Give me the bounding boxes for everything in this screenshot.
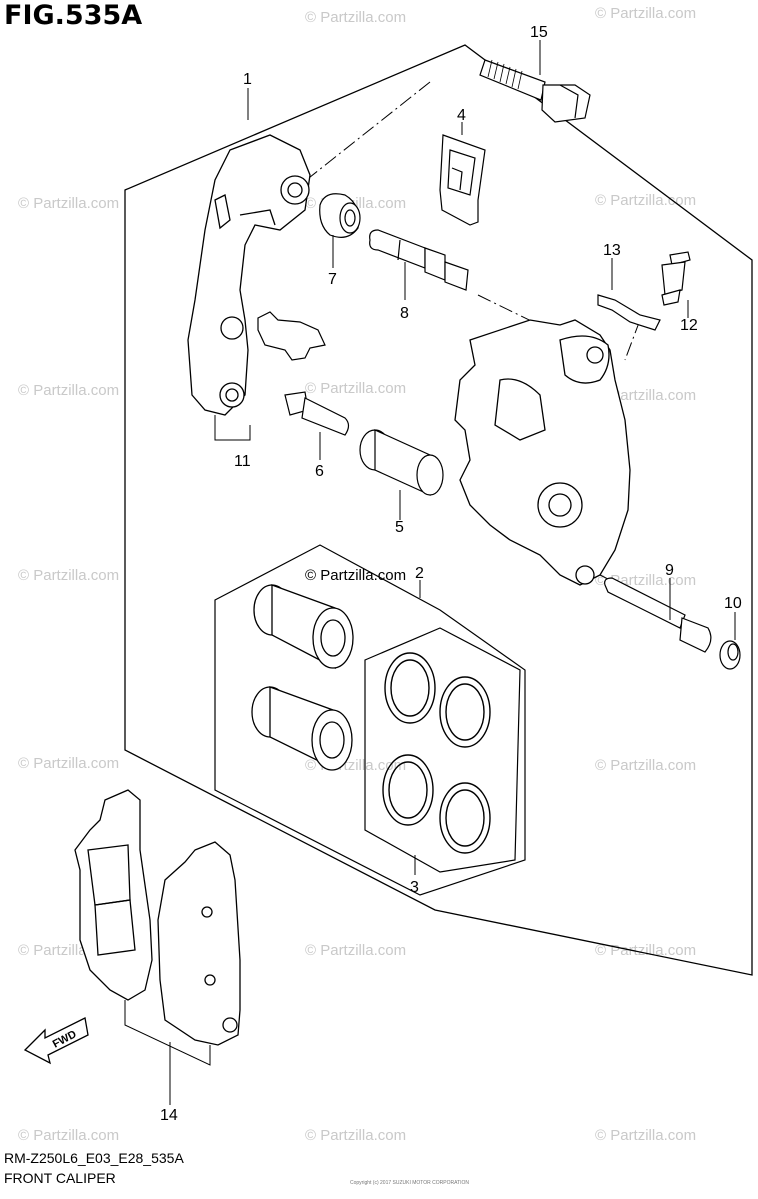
callout-3: 3 bbox=[410, 879, 419, 896]
fwd-arrow: FWD bbox=[23, 1017, 89, 1065]
watermark: © Partzilla.com bbox=[18, 382, 119, 399]
callout-1: 1 bbox=[243, 71, 252, 88]
figure-title: FIG.535A bbox=[4, 0, 143, 31]
part-6-pin bbox=[284, 391, 350, 436]
part-5-piston bbox=[359, 429, 444, 496]
part-7-boot bbox=[319, 193, 361, 238]
callout-numbers: 1 2 3 4 5 6 7 8 9 10 11 12 13 14 15 bbox=[160, 24, 742, 1124]
watermark-group: © Partzilla.com © Partzilla.com © Partzi… bbox=[18, 5, 696, 1144]
callout-5: 5 bbox=[395, 519, 404, 536]
watermark: © Partzilla.com bbox=[18, 195, 119, 212]
diagram-caption: FRONT CALIPER bbox=[4, 1170, 116, 1186]
part-4-pad-spring bbox=[439, 134, 486, 226]
watermark: © Partzilla.com bbox=[595, 5, 696, 22]
watermark: © Partzilla.com bbox=[305, 942, 406, 959]
watermark: © Partzilla.com bbox=[18, 567, 119, 584]
part-2-kit-outline bbox=[214, 544, 526, 896]
part-3-seals bbox=[382, 652, 491, 854]
watermark: © Partzilla.com bbox=[18, 755, 119, 772]
diagram-code: RM-Z250L6_E03_E28_535A bbox=[4, 1150, 184, 1166]
callout-8: 8 bbox=[400, 305, 409, 322]
part-14-brake-pads bbox=[74, 789, 241, 1046]
part-3-seal-outline bbox=[364, 627, 521, 873]
part-10-washer bbox=[719, 640, 741, 670]
callout-15: 15 bbox=[530, 24, 548, 41]
callout-9: 9 bbox=[665, 562, 674, 579]
leader-lines bbox=[124, 40, 736, 1105]
part-9-pin bbox=[604, 577, 712, 653]
callout-2: 2 bbox=[415, 565, 424, 582]
callout-4: 4 bbox=[457, 107, 466, 124]
watermark-dark: © Partzilla.com bbox=[305, 567, 406, 584]
part-13-cap bbox=[597, 294, 661, 331]
part-15-bolt bbox=[479, 59, 591, 123]
callout-6: 6 bbox=[315, 463, 324, 480]
callout-10: 10 bbox=[724, 595, 742, 612]
watermark: © Partzilla.com bbox=[305, 9, 406, 26]
part-11-clip bbox=[257, 311, 326, 361]
part-8-pin bbox=[369, 229, 469, 291]
callout-7: 7 bbox=[328, 271, 337, 288]
callout-13: 13 bbox=[603, 242, 621, 259]
part-2-pistons bbox=[251, 584, 354, 771]
watermark: © Partzilla.com bbox=[595, 1127, 696, 1144]
watermark: © Partzilla.com bbox=[595, 942, 696, 959]
watermark: © Partzilla.com bbox=[595, 757, 696, 774]
watermark: © Partzilla.com bbox=[305, 1127, 406, 1144]
caliper-body bbox=[454, 319, 631, 586]
watermark: © Partzilla.com bbox=[595, 192, 696, 209]
callout-14: 14 bbox=[160, 1107, 178, 1124]
watermark: © Partzilla.com bbox=[305, 380, 406, 397]
watermark: © Partzilla.com bbox=[18, 1127, 119, 1144]
callout-12: 12 bbox=[680, 317, 698, 334]
part-12-bleeder bbox=[661, 251, 691, 306]
callout-11: 11 bbox=[234, 453, 251, 470]
part-1-caliper-bracket bbox=[187, 134, 311, 416]
copyright-fine-print: Copyright (c) 2017 SUZUKI MOTOR CORPORAT… bbox=[350, 1180, 470, 1186]
